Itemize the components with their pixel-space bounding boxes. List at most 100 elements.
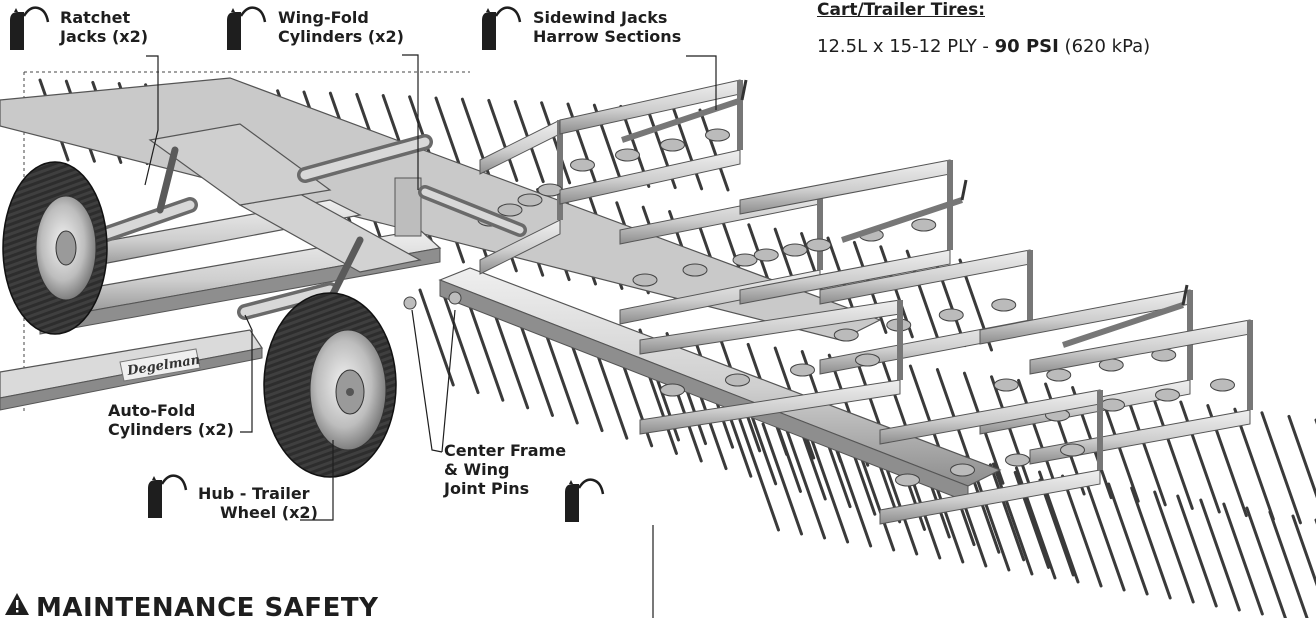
grease-gun-icon xyxy=(565,478,605,522)
callout-hub-trailer-wheel: Hub - Trailer Wheel (x2) xyxy=(198,484,318,522)
harrow-tine xyxy=(990,375,1032,489)
harrow-tine xyxy=(517,318,554,417)
tine-mount xyxy=(1100,398,1125,412)
warning-triangle-icon xyxy=(4,592,30,623)
harrow-tine xyxy=(468,303,505,402)
harrow-frame-bar xyxy=(879,469,1101,525)
tire-spec-line: 12.5L x 15-12 PLY - 90 PSI (620 kPa) xyxy=(817,36,1150,57)
harrow-frame-bar xyxy=(639,379,901,435)
tine-mount xyxy=(537,183,563,197)
tine-mount xyxy=(991,298,1017,312)
harrow-tine xyxy=(991,462,1034,576)
sidewind-jack xyxy=(841,197,963,243)
callout-line: Ratchet xyxy=(60,8,131,27)
callout-auto-fold-cylinders: Auto-Fold Cylinders (x2) xyxy=(108,401,234,439)
sidewind-jack xyxy=(1062,302,1184,348)
harrow-tine xyxy=(1199,498,1241,612)
tine-mount xyxy=(660,383,685,397)
harrow-tine xyxy=(1291,514,1316,587)
sidewind-jack xyxy=(621,97,743,143)
tine-mount xyxy=(855,353,880,367)
tire-metric: (620 kPa) xyxy=(1058,36,1151,57)
harrow-frame-bar xyxy=(1029,409,1251,465)
callout-line: Auto-Fold xyxy=(108,401,196,420)
tine-mount xyxy=(725,373,750,387)
harrow-tine xyxy=(1084,478,1126,592)
harrow-tine xyxy=(830,434,873,548)
grease-gun-icon xyxy=(482,6,522,50)
harrow-tine xyxy=(540,101,572,185)
harrow-tine xyxy=(1061,474,1103,588)
tine-mount xyxy=(895,473,920,487)
tire-spec-title: Cart/Trailer Tires: xyxy=(817,0,985,20)
harrow-tine xyxy=(1153,490,1195,604)
callout-line: Cylinders (x2) xyxy=(108,420,234,439)
grease-gun-icon xyxy=(10,6,50,50)
harrow-frame-bar xyxy=(559,149,741,205)
tine-mount xyxy=(705,128,730,142)
harrow-tine xyxy=(592,341,629,440)
center-frame xyxy=(18,123,527,335)
harrow-tine xyxy=(487,98,519,182)
left-wheel xyxy=(2,161,108,335)
harrow-frame-bar xyxy=(479,119,561,175)
callout-ratchet-jacks: Ratchet Jacks (x2) xyxy=(60,8,148,46)
tine-mount xyxy=(1210,378,1235,392)
tine-mount xyxy=(1155,388,1180,402)
right-wheel xyxy=(263,292,397,478)
harrow-tine xyxy=(1017,378,1059,492)
tine-mount xyxy=(732,253,758,267)
harrow-sections xyxy=(477,79,1253,525)
jack-handle xyxy=(740,79,748,101)
harrow-tine xyxy=(784,426,827,540)
drawbar: Degelman xyxy=(0,329,264,411)
harrow-frame-bar xyxy=(479,219,561,275)
harrow-tine xyxy=(1179,400,1221,514)
harrow-tine xyxy=(1260,411,1302,525)
harrow-tine xyxy=(1176,494,1218,608)
harrow-tine xyxy=(1233,407,1275,521)
tine-mount xyxy=(660,138,685,152)
harrow-tine xyxy=(1245,506,1287,620)
harrow-tine xyxy=(418,288,455,387)
tine-mount xyxy=(790,363,815,377)
tine-mount xyxy=(950,463,975,477)
tine-mount xyxy=(806,238,832,252)
tine-mount xyxy=(1060,443,1085,457)
jack-handle xyxy=(960,179,968,201)
callout-line: Center Frame xyxy=(444,441,567,460)
callout-line: Wheel (x2) xyxy=(220,503,318,522)
tire-pressure: 90 PSI xyxy=(994,36,1059,57)
tine-mount xyxy=(570,158,595,172)
harrow-tine xyxy=(1125,393,1167,507)
tine-mount xyxy=(833,328,859,342)
tine-mount xyxy=(753,248,779,262)
harrow-frame-bar xyxy=(739,249,951,305)
section-heading: MAINTENANCE SAFETY xyxy=(4,592,378,623)
harrow-tine xyxy=(738,418,780,532)
tine-mount xyxy=(632,273,658,287)
harrow-tine xyxy=(807,430,850,544)
tine-mount xyxy=(993,378,1019,392)
tine-mount xyxy=(1005,453,1030,467)
callout-wing-fold-cylinders: Wing-Fold Cylinders (x2) xyxy=(278,8,404,46)
harrow-tine xyxy=(761,422,804,536)
harrow-tine xyxy=(443,296,480,395)
grease-gun-icon xyxy=(148,474,188,518)
callout-line: Cylinders (x2) xyxy=(278,27,404,46)
tire-size: 12.5L x 15-12 PLY - xyxy=(817,36,995,57)
tine-mount xyxy=(517,193,543,207)
callout-line: Joint Pins xyxy=(444,479,530,498)
tine-mount xyxy=(615,148,640,162)
harrow-tine xyxy=(1287,414,1316,499)
tine-mount xyxy=(782,243,808,257)
harrow-tine xyxy=(542,326,579,425)
callout-line: & Wing xyxy=(444,460,510,479)
harrow-tine xyxy=(1130,486,1172,600)
tine-mount xyxy=(682,263,708,277)
harrow-tine xyxy=(492,311,530,410)
jack-handle xyxy=(1181,284,1189,306)
callout-line: Harrow Sections xyxy=(533,27,682,46)
